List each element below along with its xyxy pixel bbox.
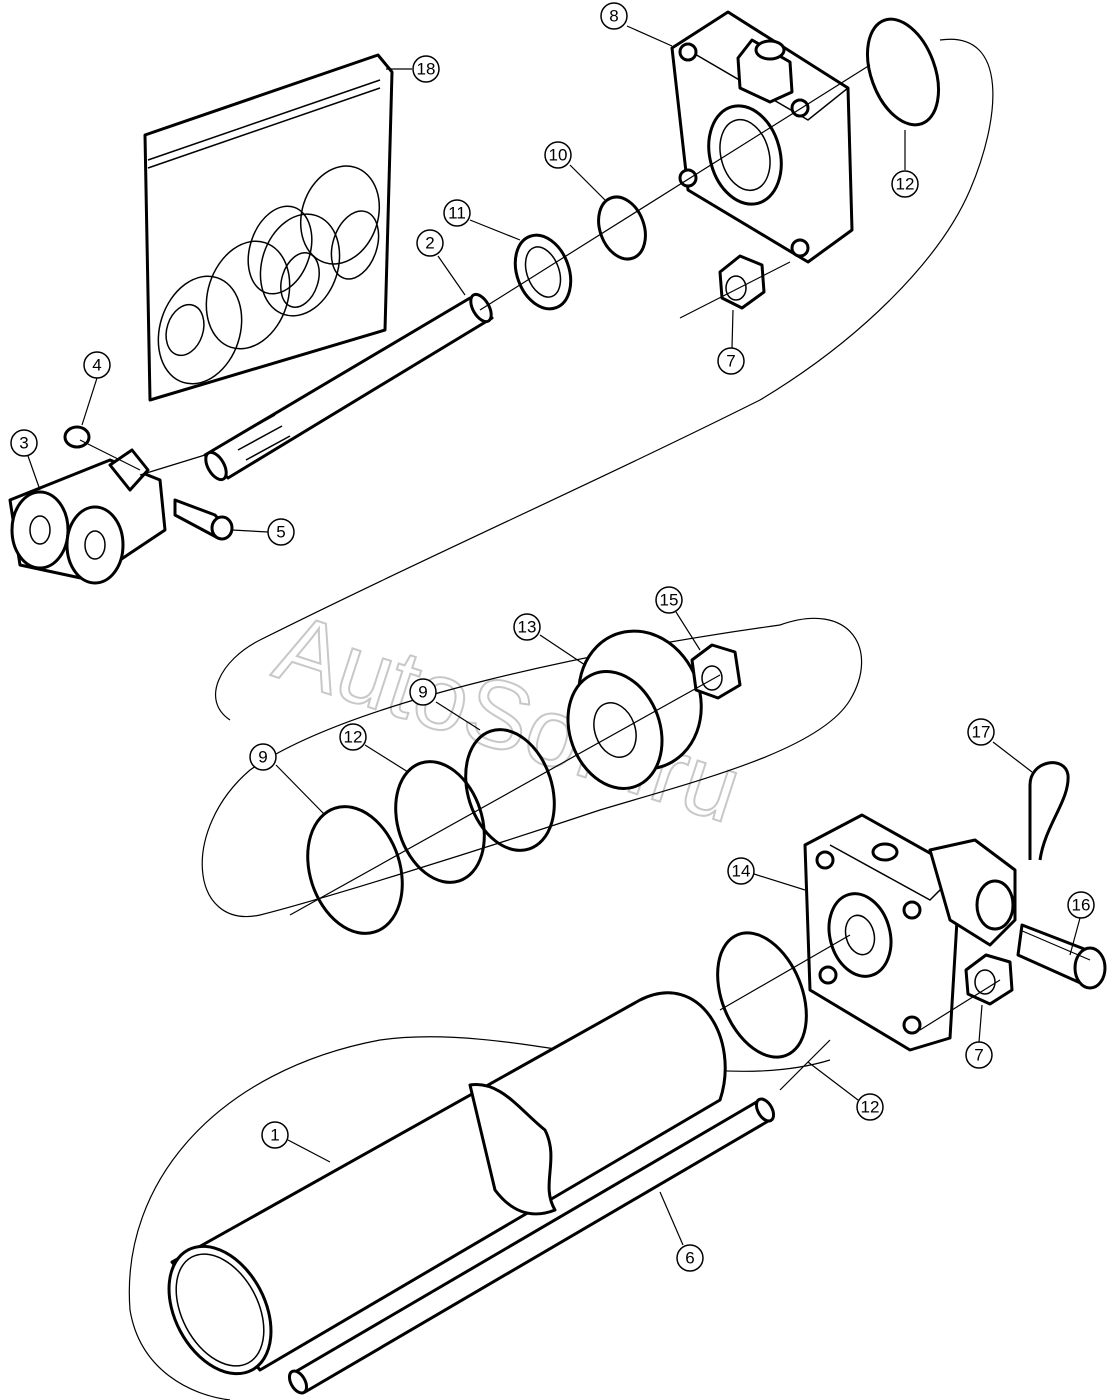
- callout-8: 8: [609, 7, 618, 26]
- clevis-pin: [1016, 923, 1107, 990]
- piston-seal-9-right: [464, 728, 556, 852]
- hex-nut-upper: [718, 254, 766, 310]
- rod-clevis: [8, 448, 167, 585]
- callout-17: 17: [972, 723, 991, 742]
- callout-11: 11: [448, 204, 466, 223]
- callout-12-top: 12: [896, 175, 915, 194]
- hex-nut-lower: [964, 953, 1014, 1006]
- seal-ring-10: [597, 195, 647, 261]
- callout-9-lower: 9: [258, 748, 267, 767]
- rear-head: [670, 10, 854, 264]
- piston-ring-12: [394, 760, 486, 884]
- callout-16: 16: [1072, 896, 1091, 915]
- hitch-pin-clip: [1028, 761, 1070, 861]
- callout-10: 10: [549, 146, 568, 165]
- callout-7-lower: 7: [974, 1046, 983, 1065]
- callout-6: 6: [685, 1249, 694, 1268]
- upper-group-outline: [214, 38, 994, 721]
- piston-rod: [203, 292, 494, 482]
- cylinder-tube: [167, 991, 727, 1376]
- seal-kit-bag: [143, 53, 394, 402]
- assembly-lines: [79, 64, 1091, 1091]
- callout-5: 5: [276, 523, 285, 542]
- callouts: 18 8 12 10 11 2 7 4 3: [10, 2, 1095, 1272]
- callout-3: 3: [19, 434, 28, 453]
- callout-2: 2: [425, 234, 434, 253]
- callout-18: 18: [417, 60, 436, 79]
- piston-nut: [690, 643, 742, 700]
- clevis-nut: [63, 425, 91, 449]
- piston-seal-9-left: [306, 805, 404, 935]
- callout-1: 1: [270, 1126, 279, 1145]
- tie-rod: [287, 1097, 776, 1395]
- snap-ring-top: [866, 17, 940, 127]
- wiper-seal-11: [513, 233, 573, 311]
- snap-ring-bottom: [716, 931, 808, 1059]
- callout-12-middle: 12: [344, 728, 363, 747]
- piston: [566, 629, 703, 790]
- callout-4: 4: [92, 356, 101, 375]
- callout-15: 15: [660, 591, 679, 610]
- callout-9-upper: 9: [418, 683, 427, 702]
- callout-7-upper: 7: [726, 352, 735, 371]
- callout-13: 13: [518, 618, 537, 637]
- callout-12-bottom: 12: [861, 1098, 880, 1117]
- clevis-bolt: [173, 498, 234, 541]
- callout-14: 14: [732, 862, 751, 881]
- front-head: [803, 813, 1017, 1052]
